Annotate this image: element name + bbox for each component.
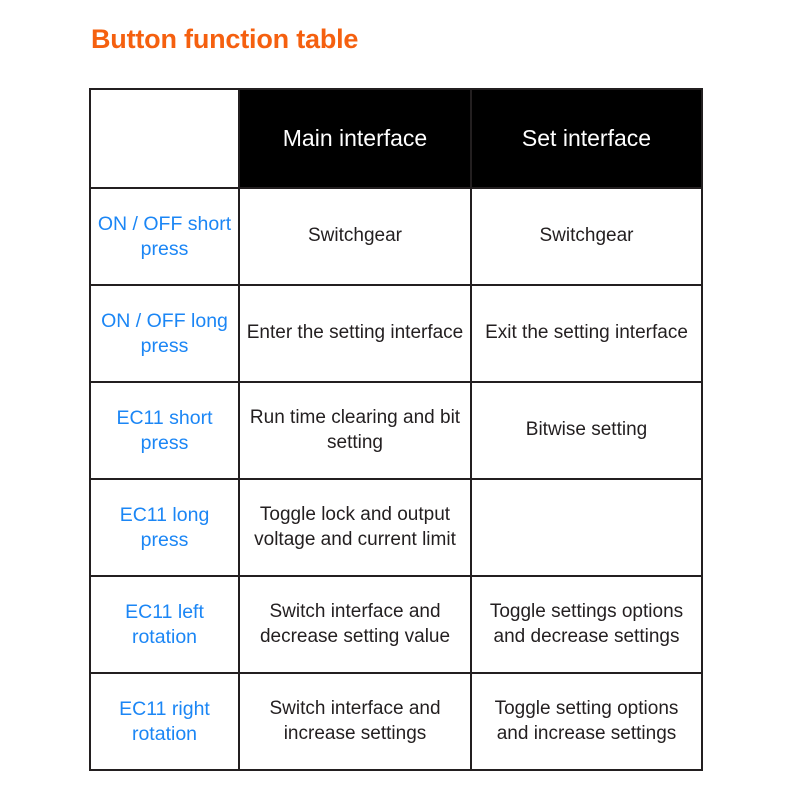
set-interface-description: Toggle setting options and increase sett… bbox=[470, 672, 703, 771]
table-header: Main interface Set interface bbox=[89, 88, 703, 189]
action-label: EC11 short press bbox=[89, 381, 240, 480]
main-interface-description: Switch interface and decrease setting va… bbox=[238, 575, 472, 674]
action-label: EC11 left rotation bbox=[89, 575, 240, 674]
table-row: ON / OFF short press Switchgear Switchge… bbox=[89, 187, 703, 286]
header-cell-blank bbox=[89, 88, 240, 189]
action-label: EC11 right rotation bbox=[89, 672, 240, 771]
action-label: ON / OFF short press bbox=[89, 187, 240, 286]
main-interface-description: Switch interface and increase settings bbox=[238, 672, 472, 771]
set-interface-description: Toggle settings options and decrease set… bbox=[470, 575, 703, 674]
header-cell-main-interface: Main interface bbox=[238, 88, 472, 189]
button-function-table: Main interface Set interface ON / OFF sh… bbox=[89, 88, 703, 771]
table-row: EC11 right rotation Switch interface and… bbox=[89, 672, 703, 771]
action-label: EC11 long press bbox=[89, 478, 240, 577]
set-interface-description: Switchgear bbox=[470, 187, 703, 286]
action-label: ON / OFF long press bbox=[89, 284, 240, 383]
table-row: EC11 long press Toggle lock and output v… bbox=[89, 478, 703, 577]
table-row: ON / OFF long press Enter the setting in… bbox=[89, 284, 703, 383]
main-interface-description: Run time clearing and bit setting bbox=[238, 381, 472, 480]
table-row: EC11 left rotation Switch interface and … bbox=[89, 575, 703, 674]
table-row: EC11 short press Run time clearing and b… bbox=[89, 381, 703, 480]
page-title: Button function table bbox=[91, 24, 359, 54]
set-interface-description: Bitwise setting bbox=[470, 381, 703, 480]
set-interface-description bbox=[470, 478, 703, 577]
main-interface-description: Toggle lock and output voltage and curre… bbox=[238, 478, 472, 577]
header-row: Main interface Set interface bbox=[89, 88, 703, 189]
set-interface-description: Exit the setting interface bbox=[470, 284, 703, 383]
main-interface-description: Enter the setting interface bbox=[238, 284, 472, 383]
header-cell-set-interface: Set interface bbox=[470, 88, 703, 189]
main-interface-description: Switchgear bbox=[238, 187, 472, 286]
table-body: ON / OFF short press Switchgear Switchge… bbox=[89, 187, 703, 771]
